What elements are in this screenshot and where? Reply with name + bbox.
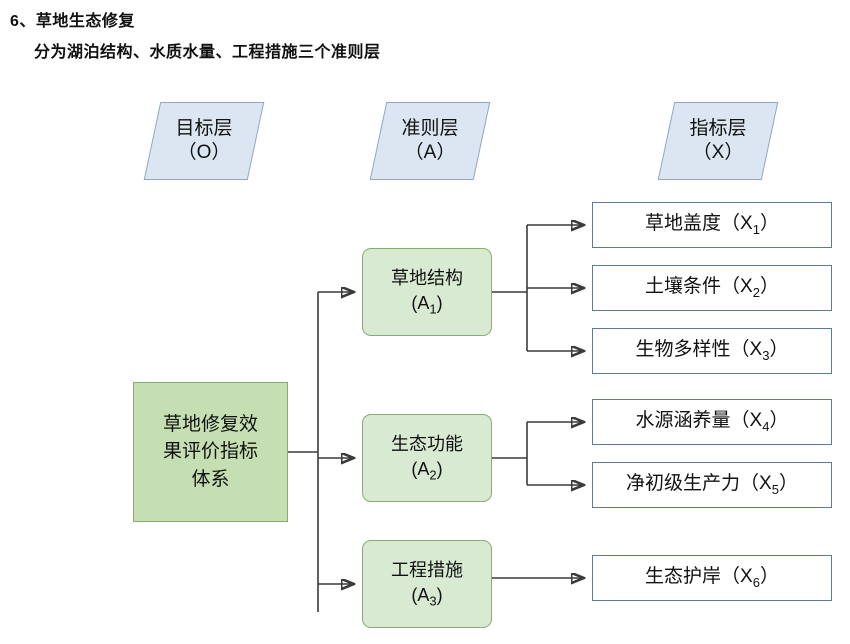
layer-header-goal: 目标层 （O） — [143, 102, 265, 180]
index-node-x4: 水源涵养量（X4） — [592, 399, 832, 445]
criteria-node-a3-label: 工程措施 — [391, 559, 463, 580]
goal-node-line2: 果评价指标 — [162, 441, 258, 463]
index-node-x2-label: 土壤条件（X — [645, 275, 753, 297]
criteria-node-a2: 生态功能 (A2) — [362, 414, 492, 502]
layer-header-criteria-title: 准则层 — [401, 118, 459, 140]
criteria-node-a2-label: 生态功能 — [391, 433, 463, 454]
page-subtitle: 分为湖泊结构、水质水量、工程措施三个准则层 — [34, 44, 381, 61]
criteria-node-a2-code: (A2) — [411, 458, 443, 483]
index-node-x5: 净初级生产力（X5） — [592, 462, 832, 508]
layer-header-criteria-code: （A） — [404, 142, 456, 163]
index-node-x6-label: 生态护岸（X — [645, 565, 753, 587]
layer-header-index-code: （X） — [692, 142, 744, 163]
layer-header-goal-code: （O） — [177, 142, 231, 163]
criteria-node-a1-code: (A1) — [411, 292, 443, 317]
index-node-x3-label: 生物多样性（X — [635, 338, 763, 360]
criteria-node-a1-label: 草地结构 — [391, 267, 463, 288]
criteria-node-a3: 工程措施 (A3) — [362, 540, 492, 628]
index-node-x6: 生态护岸（X6） — [592, 555, 832, 601]
index-node-x2: 土壤条件（X2） — [592, 265, 832, 311]
goal-node-line3: 体系 — [191, 468, 230, 490]
layer-header-criteria: 准则层 （A） — [369, 102, 491, 180]
page-title: 6、草地生态修复 — [10, 13, 135, 30]
index-node-x4-label: 水源涵养量（X — [635, 409, 763, 431]
criteria-node-a1: 草地结构 (A1) — [362, 248, 492, 336]
layer-header-index: 指标层 （X） — [657, 102, 779, 180]
index-node-x1: 草地盖度（X1） — [592, 202, 832, 248]
layer-header-goal-title: 目标层 — [175, 118, 233, 140]
goal-node: 草地修复效 果评价指标 体系 — [133, 382, 288, 522]
goal-node-line1: 草地修复效 — [162, 413, 258, 435]
criteria-node-a3-code: (A3) — [411, 584, 443, 609]
layer-header-index-title: 指标层 — [689, 118, 747, 140]
index-node-x3: 生物多样性（X3） — [592, 328, 832, 374]
index-node-x5-label: 净初级生产力（X — [626, 472, 772, 494]
index-node-x1-label: 草地盖度（X — [645, 212, 753, 234]
